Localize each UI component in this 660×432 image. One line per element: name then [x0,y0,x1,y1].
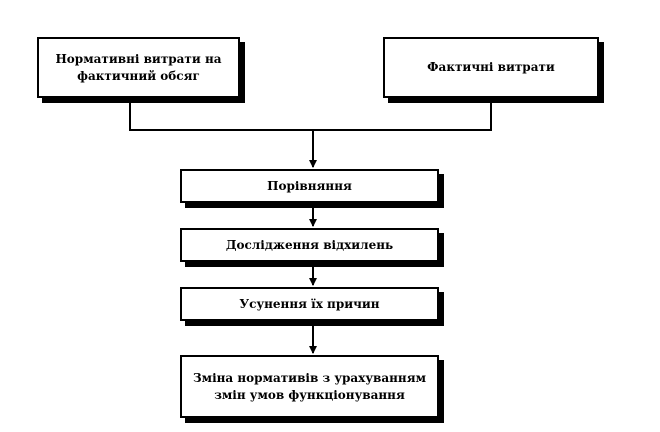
node-actual-costs: Фактичні витрати [383,37,599,98]
node-norm-change-label: Зміна нормативів з урахуванням змін умов… [193,370,426,402]
node-comparison: Порівняння [180,169,439,203]
node-deviation-research-label: Дослідження відхилень [225,237,394,252]
node-normative-costs-label: Нормативні витрати на фактичний обсяг [55,51,222,83]
node-actual-costs-label: Фактичні витрати [427,60,555,74]
node-cause-elimination: Усунення їх причин [180,287,439,321]
node-normative-costs: Нормативні витрати на фактичний обсяг [37,37,240,98]
node-comparison-label: Порівняння [267,178,352,193]
node-cause-elimination-label: Усунення їх причин [239,296,380,311]
node-norm-change: Зміна нормативів з урахуванням змін умов… [180,355,439,418]
node-deviation-research: Дослідження відхилень [180,228,439,262]
